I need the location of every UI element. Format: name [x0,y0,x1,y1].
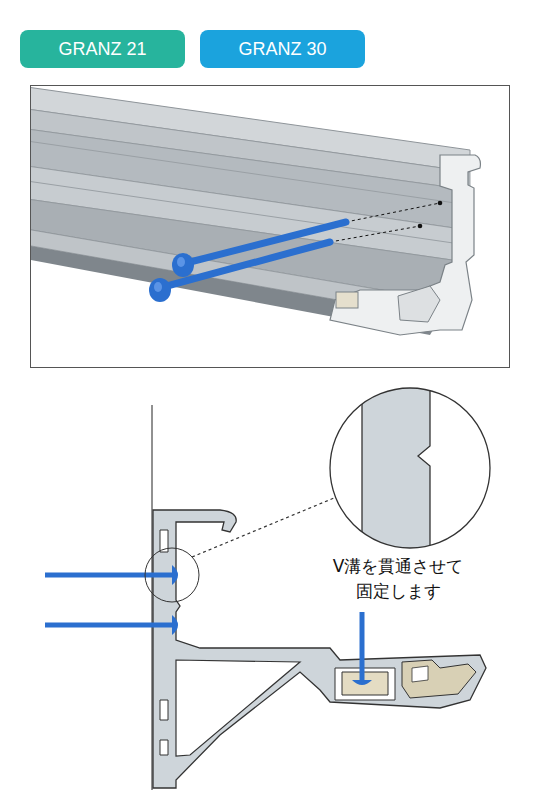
note-label: V溝を貫通させて 固定します [325,554,470,603]
extrusion-render [31,86,480,335]
model-badge: GRANZ 30 [200,30,365,68]
model-badge: GRANZ 21 [20,30,185,68]
screws-section [45,565,372,685]
screws-render [149,201,442,302]
badge-text: GRANZ 21 [58,39,146,60]
badge-text: GRANZ 30 [238,39,326,60]
